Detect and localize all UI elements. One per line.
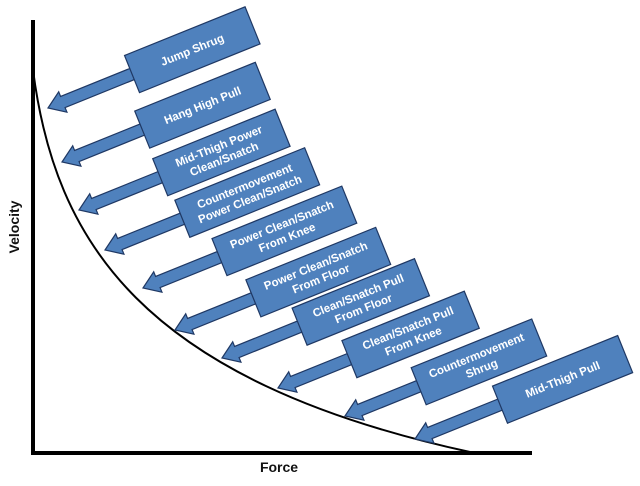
callout-arrow (78, 170, 166, 216)
callout-arrow (61, 122, 148, 168)
exercise-callout: Jump Shrug (47, 6, 261, 114)
callout-arrow (47, 66, 137, 114)
callout-arrow (142, 250, 225, 294)
callout-box (245, 226, 392, 318)
callout-arrow (174, 291, 259, 336)
callout-arrow (104, 211, 188, 256)
x-axis-label: Force (260, 459, 298, 475)
force-velocity-curve (32, 69, 471, 453)
callout-box (410, 318, 548, 406)
callout-box (174, 146, 321, 239)
callout-arrow (221, 319, 305, 364)
callout-box (341, 290, 481, 379)
callout-box (491, 334, 634, 424)
callout-arrow (344, 379, 424, 422)
callout-box (291, 257, 431, 346)
callout-box (211, 185, 358, 277)
callout-box (151, 108, 291, 197)
callout-box (123, 6, 261, 94)
y-axis-label: Velocity (6, 200, 22, 253)
exercise-callout: Mid-Thigh Pull (414, 334, 634, 445)
callout-arrow (277, 352, 355, 394)
callout-box (133, 61, 272, 149)
